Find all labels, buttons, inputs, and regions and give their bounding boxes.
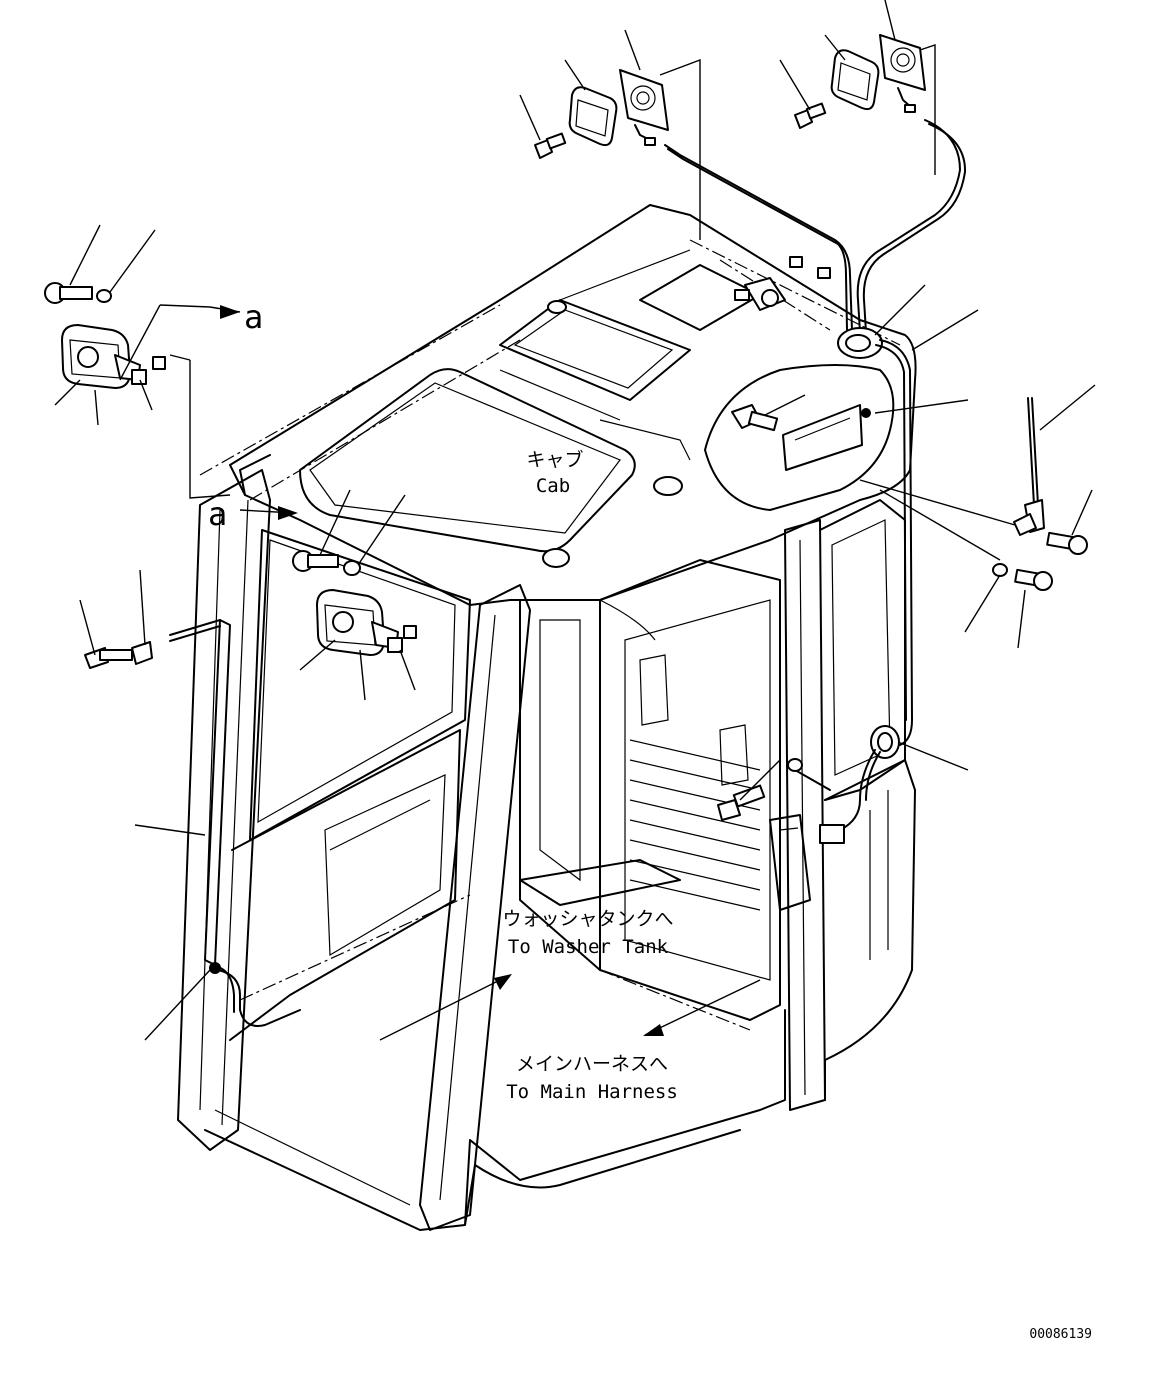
antenna-bolt	[1046, 531, 1088, 555]
radio-antenna	[1013, 397, 1045, 536]
mount-bolt-rear	[717, 784, 766, 821]
work-lamp-front-bracket	[387, 625, 417, 653]
cab-body	[177, 204, 917, 1231]
cab-label-jp: キャブ	[526, 448, 583, 471]
cab-label-en: Cab	[536, 475, 570, 497]
roof-connector	[734, 277, 786, 311]
ref-label-a-top: a	[244, 298, 263, 336]
speaker-bolt-left	[534, 132, 567, 159]
speaker-bolt-right	[794, 102, 827, 129]
part-leaders	[54, 0, 1096, 1041]
work-lamp-front	[316, 589, 399, 656]
reference-lines	[119, 44, 1016, 1041]
work-lamp-top	[61, 324, 141, 389]
roof-grommet	[837, 327, 913, 746]
roof-plate-bolt	[731, 404, 779, 432]
washer-label: ウォッシャタンクへ To Washer Tank	[502, 908, 673, 958]
washer-hose	[209, 962, 301, 1027]
work-lamp-top-bracket	[131, 356, 166, 385]
washer-label-jp: ウォッシャタンクへ	[502, 908, 673, 930]
ref-label-a-side: a	[208, 495, 227, 533]
work-lamp-top-bolt	[44, 282, 112, 304]
cab-label: キャブ Cab	[526, 448, 583, 497]
drawing-number: 00086139	[1029, 1327, 1092, 1342]
rear-harness	[787, 725, 900, 844]
work-lamp-front-bolt	[292, 550, 361, 576]
harness-label-en: To Main Harness	[506, 1081, 678, 1103]
harness-label-jp: メインハーネスへ	[516, 1053, 668, 1075]
speaker-grille-right	[830, 49, 880, 111]
washer-nozzle	[84, 619, 221, 669]
rear-speaker-left	[619, 69, 669, 146]
roof-plate	[782, 404, 871, 471]
washer-label-en: To Washer Tank	[508, 936, 669, 958]
speaker-cables	[664, 119, 967, 333]
speaker-grille-left	[568, 86, 618, 147]
washer-bolt	[992, 563, 1053, 591]
harness-label: メインハーネスへ To Main Harness	[506, 1053, 678, 1103]
rear-speaker-right	[879, 34, 926, 113]
